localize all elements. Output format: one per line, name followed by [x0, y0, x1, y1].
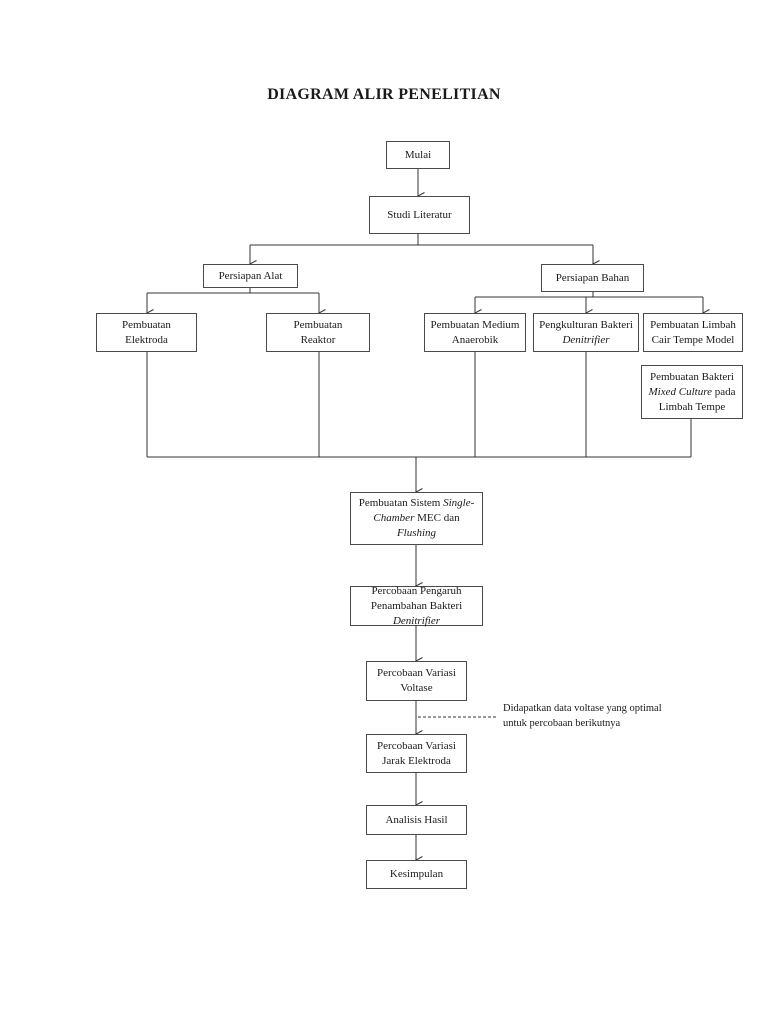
node-pembuatan-elektroda: Pembuatan Elektroda: [96, 313, 197, 352]
node-studi-literatur: Studi Literatur: [369, 196, 470, 234]
node-pembuatan-bakteri-mixed: Pembuatan Bakteri Mixed Culture pada Lim…: [641, 365, 743, 419]
node-pembuatan-reaktor: Pembuatan Reaktor: [266, 313, 370, 352]
node-pengkulturan-bakteri: Pengkulturan Bakteri Denitrifier: [533, 313, 639, 352]
node-percobaan-pengaruh: Percobaan Pengaruh Penambahan Bakteri De…: [350, 585, 483, 627]
node-persiapan-alat: Persiapan Alat: [203, 264, 298, 288]
voltase-note: Didapatkan data voltase yang optimal unt…: [503, 703, 662, 729]
node-pembuatan-medium: Pembuatan Medium Anaerobik: [424, 313, 526, 352]
node-analisis-hasil: Analisis Hasil: [366, 805, 467, 835]
node-sistem-mec: Pembuatan Sistem Single- Chamber MEC dan…: [350, 492, 483, 545]
node-mulai: Mulai: [386, 141, 450, 169]
node-kesimpulan: Kesimpulan: [366, 860, 467, 889]
node-variasi-voltase: Percobaan Variasi Voltase: [366, 661, 467, 701]
node-persiapan-bahan: Persiapan Bahan: [541, 264, 644, 292]
diagram-title: DIAGRAM ALIR PENELITIAN: [267, 86, 501, 103]
node-pembuatan-limbah: Pembuatan Limbah Cair Tempe Model: [643, 313, 743, 352]
node-variasi-jarak: Percobaan Variasi Jarak Elektroda: [366, 734, 467, 773]
